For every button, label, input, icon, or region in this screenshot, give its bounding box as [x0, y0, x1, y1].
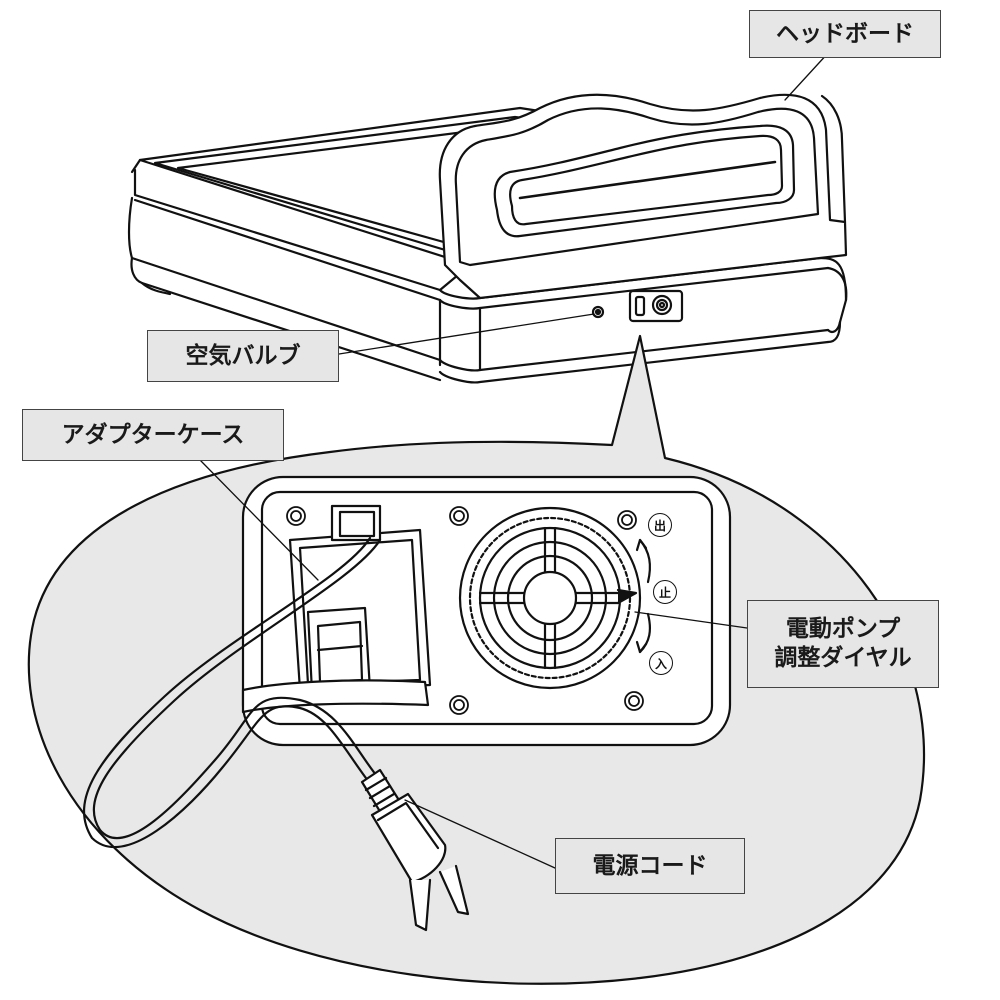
headboard-label: ヘッドボード	[749, 10, 941, 58]
pump-dial-label: 電動ポンプ 調整ダイヤル	[747, 600, 939, 688]
dial-mark-out: 出	[648, 513, 672, 537]
pump-dial-shape	[458, 506, 642, 690]
pump-dial-label-line1: 電動ポンプ	[785, 616, 901, 643]
air-valve-label: 空気バルブ	[147, 330, 339, 382]
mini-control-panel	[628, 289, 684, 323]
power-cord-label-text: 電源コード	[592, 852, 708, 879]
power-cord-label: 電源コード	[555, 838, 745, 894]
air-valve-port	[591, 305, 605, 319]
dial-mark-stop: 止	[653, 580, 677, 604]
power-cord-shape	[82, 536, 470, 932]
dial-mark-in: 入	[649, 651, 673, 675]
adapter-case-label-text: アダプターケース	[61, 421, 245, 448]
pump-dial-label-line2: 調整ダイヤル	[774, 645, 912, 671]
adapter-case-label: アダプターケース	[22, 409, 284, 461]
leader-lines	[199, 39, 841, 869]
air-valve-label-text: 空気バルブ	[185, 342, 301, 369]
headboard-label-text: ヘッドボード	[776, 20, 914, 47]
headboard-shape	[438, 93, 848, 300]
